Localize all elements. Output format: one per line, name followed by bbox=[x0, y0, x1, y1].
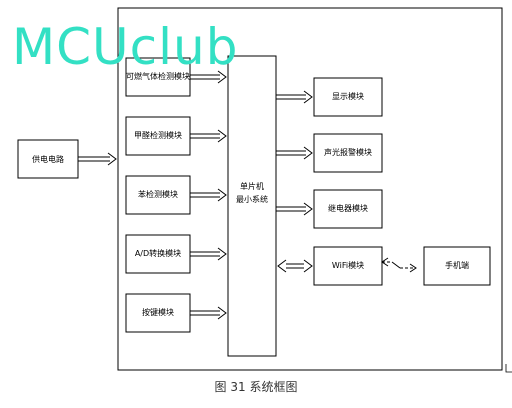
adc-block: A/D转换模块 bbox=[125, 234, 191, 274]
formaldehyde-detect-block: 甲醛检测模块 bbox=[125, 116, 191, 156]
figure-caption: 图 31 系统框图 bbox=[214, 380, 298, 394]
arrow-key bbox=[190, 306, 227, 320]
arrow-gas bbox=[190, 70, 227, 84]
watermark-logo: MCUclub bbox=[12, 18, 239, 76]
mcu-label-line2: 最小系统 bbox=[236, 194, 268, 204]
gas-detect-label: 可燃气体检测模块 bbox=[126, 71, 190, 81]
arrow-power bbox=[78, 152, 117, 166]
gas-detect-block: 可燃气体检测模块 bbox=[125, 57, 191, 97]
benzene-detect-block: 苯检测模块 bbox=[125, 175, 191, 215]
input-modules: 可燃气体检测模块 甲醛检测模块 苯检测模块 A/D转换模块 按键模块 bbox=[125, 57, 191, 333]
benzene-detect-label: 苯检测模块 bbox=[138, 189, 178, 199]
arrow-relay bbox=[276, 202, 313, 216]
alarm-block: 声光报警模块 bbox=[313, 133, 383, 173]
relay-block: 继电器模块 bbox=[313, 189, 383, 229]
key-label: 按键模块 bbox=[142, 307, 174, 317]
output-modules: 显示模块 声光报警模块 继电器模块 WiFi模块 bbox=[313, 77, 383, 286]
wireless-link bbox=[381, 257, 417, 273]
display-label: 显示模块 bbox=[332, 91, 364, 101]
wifi-block: WiFi模块 bbox=[313, 246, 383, 286]
arrow-alarm bbox=[276, 146, 313, 160]
arrow-adc bbox=[190, 247, 227, 261]
power-supply-block: 供电电路 bbox=[17, 139, 79, 179]
arrow-formaldehyde bbox=[190, 129, 227, 143]
key-block: 按键模块 bbox=[125, 293, 191, 333]
arrow-display bbox=[276, 90, 313, 104]
relay-label: 继电器模块 bbox=[328, 203, 368, 213]
arrow-benzene bbox=[190, 188, 227, 202]
mcu-label-line1: 单片机 bbox=[240, 181, 264, 191]
display-block: 显示模块 bbox=[313, 77, 383, 117]
wifi-label: WiFi模块 bbox=[332, 260, 364, 270]
adc-label: A/D转换模块 bbox=[135, 248, 181, 258]
arrows bbox=[78, 70, 417, 320]
phone-block: 手机端 bbox=[423, 246, 491, 286]
phone-label: 手机端 bbox=[445, 260, 469, 270]
formaldehyde-detect-label: 甲醛检测模块 bbox=[134, 130, 182, 140]
power-supply-label: 供电电路 bbox=[32, 154, 64, 164]
arrow-wifi bbox=[277, 259, 313, 273]
mcu-block: 单片机 最小系统 bbox=[227, 55, 277, 357]
corner-mark bbox=[505, 364, 512, 373]
outer-frame bbox=[117, 7, 503, 371]
alarm-label: 声光报警模块 bbox=[324, 147, 372, 157]
